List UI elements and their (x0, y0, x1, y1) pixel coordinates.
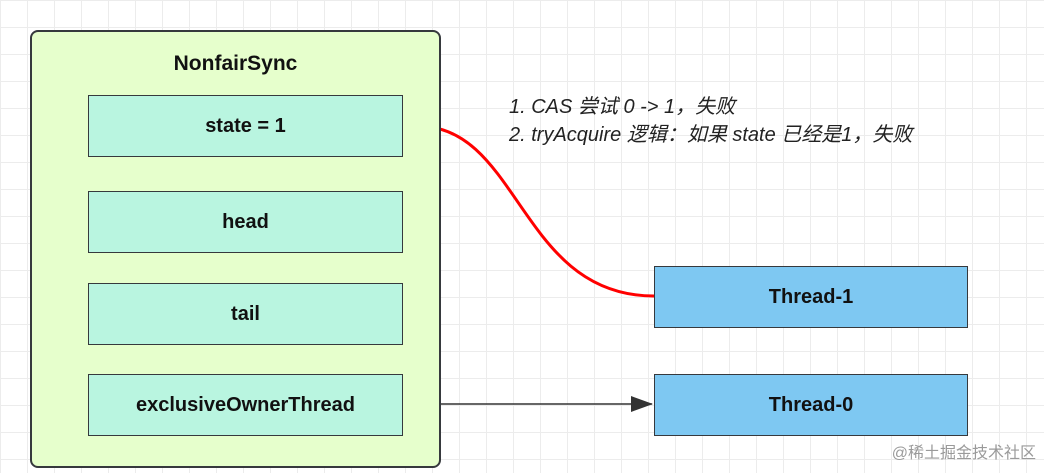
annotation-line-1: 1. CAS 尝试 0 -> 1，失败 (509, 96, 736, 118)
head-field: head (88, 191, 403, 253)
thread-1-box: Thread-1 (654, 266, 968, 328)
tail-field: tail (88, 283, 403, 345)
watermark: @稀土掘金技术社区 (891, 445, 1036, 462)
nonfair-sync-title: NonfairSync (173, 52, 298, 75)
exclusive-owner-thread-field: exclusiveOwnerThread (88, 374, 403, 436)
fail-arrow (417, 124, 655, 298)
state-field: state = 1 (88, 95, 403, 157)
thread-0-box: Thread-0 (654, 374, 968, 436)
annotation-line-2: 2. tryAcquire 逻辑：如果 state 已经是1，失败 (509, 124, 913, 146)
failure-annotation: 1. CAS 尝试 0 -> 1，失败 2. tryAcquire 逻辑：如果 … (509, 93, 912, 149)
